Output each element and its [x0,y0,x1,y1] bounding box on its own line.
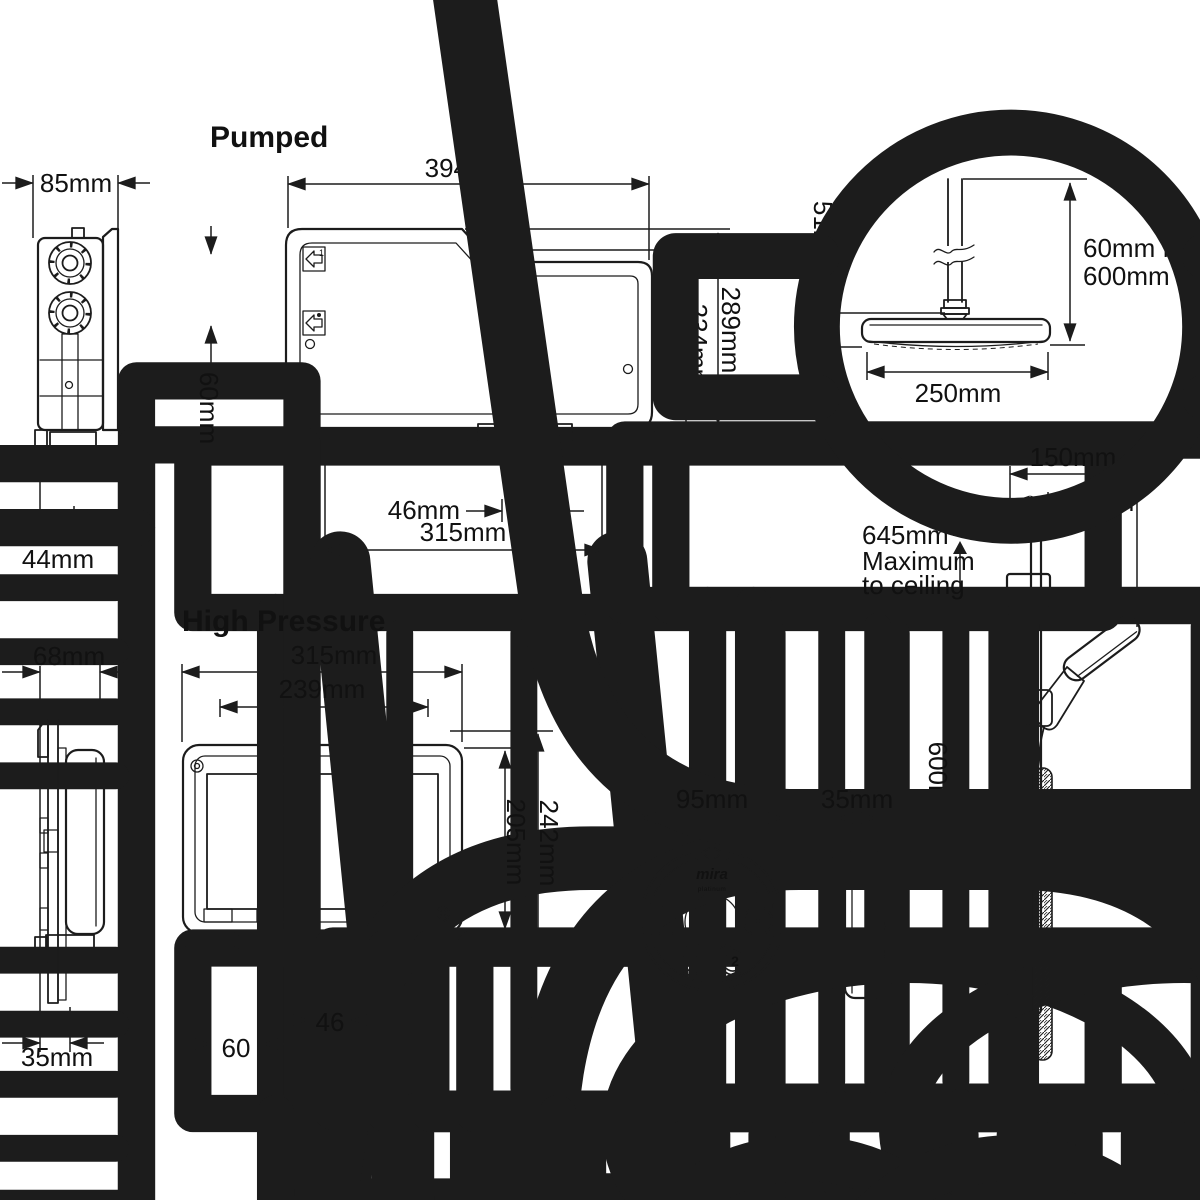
hp-body-inner [194,755,451,923]
hp-fixing-width-dimension: 239mm [219,674,429,717]
hp-body-outline [181,743,464,935]
controller-front-view: 95mm mira platinum [639,784,785,993]
hp-outlet-manifold [238,935,375,949]
ceiling-clearance-line2: Maximum [862,546,975,576]
outlet-select-arc-icon [722,951,738,972]
hp-front-view: High Pressure 315mm 239mm [178,0,1200,1200]
controller-diameter-dimension: 95mm [640,784,784,856]
hp-side-outlet-dimension: 35mm [2,1007,104,1072]
overhead-diameter-label: 250mm [915,378,1002,408]
controller-side-knob-bump [882,921,888,959]
pumped-body-inner-panel [299,242,639,415]
pumped-side-view: 85mm 44mm [2,168,1105,1200]
plus-button[interactable] [743,906,773,936]
hp-outlet-spacing-right-label: 46 [316,1007,345,1037]
overhead-drop-pipe [933,178,975,320]
pumped-outlet-spacing-label: 46mm [388,495,460,525]
hp-width-dimension: 315mm [181,640,463,742]
minus-button[interactable] [651,906,681,936]
hp-side-view: 68mm 35mm [2,641,1105,1200]
hp-side-cover [64,748,106,936]
hp-height-body-label: 205mm [501,799,531,886]
hp-side-outlet-bracket [45,934,95,949]
pumped-side-width-dimension: 85mm [2,168,150,238]
hp-outlet-spacing-left-dimension: 60 [178,1008,294,1063]
pumped-front-screw-left [304,338,316,350]
controller-side-view: 35mm [821,784,893,1000]
outlet-select-button[interactable]: 2 [719,946,749,976]
controller-depth-dimension: 35mm [821,784,893,855]
pumped-outlet-spacing-dimension: 46mm [388,495,584,525]
hp-title: High Pressure [182,605,385,638]
outlet-select-number: 2 [731,953,739,969]
overhead-shower-head [860,317,1052,350]
chevron-left-icon [701,847,710,859]
plus-icon [751,914,765,928]
pumped-side-screw [64,380,74,390]
hp-outlet-spacing-left-label: 60 [222,1033,251,1063]
pumped-side-outlet-label: 44mm [22,544,94,574]
hp-outlet-spacing-right-dimension: 46 [284,1007,376,1037]
hp-height-dimensions: 205mm 242mm [450,730,564,951]
pumped-front-screw-right [622,363,634,375]
pumped-inlet-spacing-dimension: 60mm [194,226,224,444]
pumped-inlet-spacing-label: 60mm [194,372,224,444]
power-button[interactable] [675,946,705,976]
hp-side-width-dimension: 68mm [2,641,136,1052]
pumped-fixing-width-label: 315mm [420,517,507,547]
ceiling-clearance-line3: to ceiling [862,570,965,600]
hp-height-overall-label: 242mm [534,800,564,887]
hp-front-panel [206,773,439,910]
hp-outlet-bracket-1 [185,932,235,947]
hp-width-label: 315mm [291,640,378,670]
chevron-right-icon [714,847,723,859]
hp-side-wall-hook [34,936,48,963]
shower-hose-coil [1032,767,1053,1061]
brand-sub-label: platinum [698,886,727,893]
pumped-body-outline [284,227,654,430]
pumped-inlet-icon-1: 1 [302,246,326,272]
pumped-side-union-knob-bottom [48,291,92,335]
hp-side-width-label: 68mm [33,641,105,671]
rail-width-dimension: 150mm [1009,442,1138,627]
brand-logo: mira [696,866,728,883]
pumped-inlet-icon-2 [302,310,326,336]
power-icon [681,951,699,972]
controller-display [684,894,740,950]
hp-side-outlet-label: 35mm [21,1042,93,1072]
rail-upper-bracket [1005,572,1052,610]
pumped-title: Pumped [210,121,328,154]
handset-clamp [1025,689,1053,727]
pumped-inlet1-number: 1 [319,248,324,258]
controller-bezel [639,847,785,993]
overhead-diameter-dimension: 250mm [866,352,1049,408]
pumped-side-union-knob-top [48,241,92,285]
hp-fixing-width-label: 239mm [279,674,366,704]
pumped-height-overall-label: 289mm [716,287,746,374]
handset [1032,615,1141,769]
rail-width-label: 150mm [1030,442,1117,472]
hp-screw-topleft [190,759,204,773]
controller-depth-label: 35mm [821,784,893,814]
hp-screw-bottomright [436,906,450,920]
hp-side-detail [43,829,59,853]
controller-diameter-label: 95mm [676,784,748,814]
pumped-side-width-label: 85mm [40,168,112,198]
